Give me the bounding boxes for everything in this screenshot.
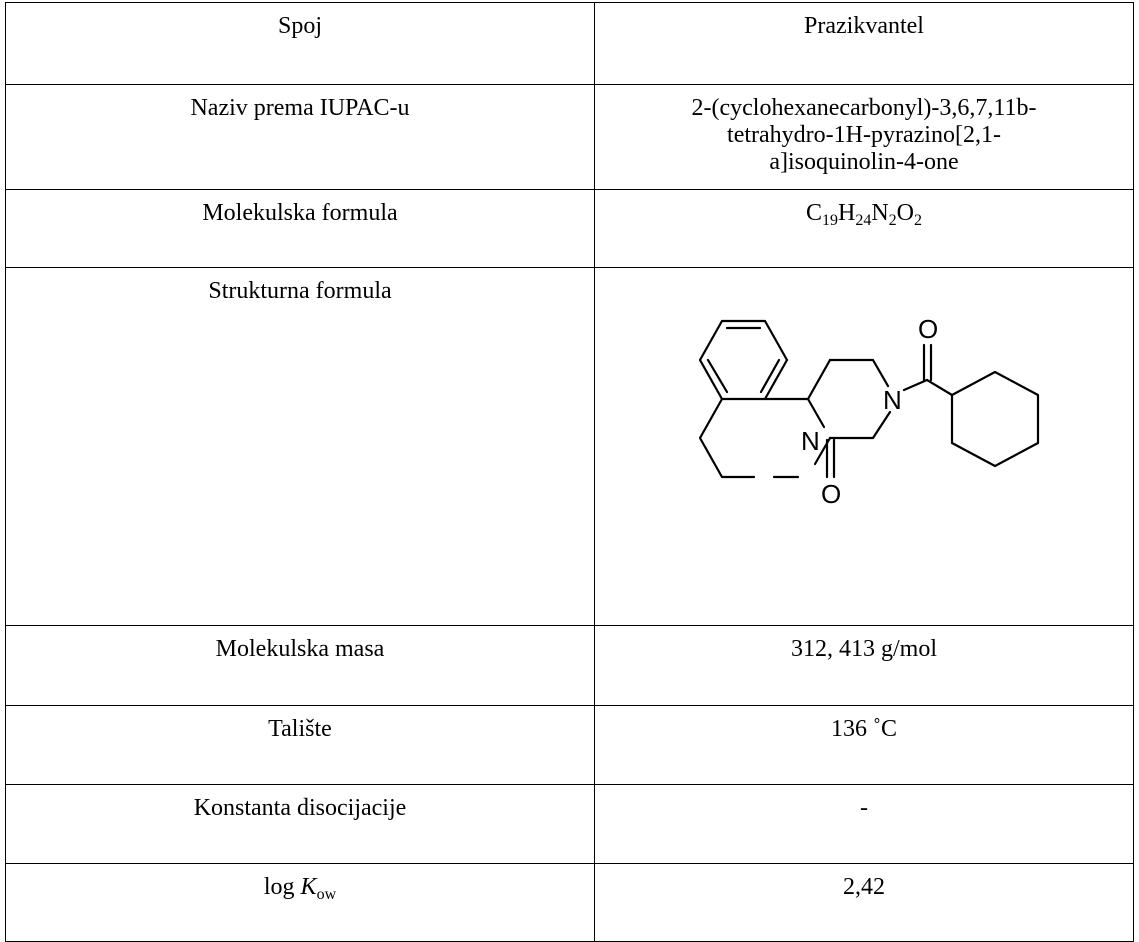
log-prefix: log [263, 874, 301, 900]
table-row: log Kow 2,42 [5, 863, 1134, 942]
bond [698, 397, 756, 479]
atom-nitrogen: N [801, 426, 820, 456]
row-label-structure: Strukturna formula [5, 267, 595, 626]
iupac-line-2: tetrahydro-1H-pyrazino[2,1- [727, 122, 1001, 148]
bond [806, 358, 832, 401]
iupac-line-1: 2-(cyclohexanecarbonyl)-3,6,7,11b- [691, 95, 1037, 121]
formula-element: N [871, 200, 889, 226]
log-symbol: K [300, 874, 317, 900]
formula-subscript: 2 [888, 212, 897, 229]
row-label-dissociation-constant: Konstanta disocijacije [5, 784, 595, 864]
atom-oxygen: O [918, 314, 938, 344]
row-label-compound: Spoj [5, 2, 595, 85]
row-value-structure: O N N O [594, 267, 1134, 626]
table-row: Konstanta disocijacije - [5, 784, 1134, 864]
iupac-line-3: a]isoquinolin-4-one [769, 149, 959, 175]
row-value-iupac: 2-(cyclohexanecarbonyl)-3,6,7,11b- tetra… [594, 84, 1134, 190]
row-label-mass: Molekulska masa [5, 625, 595, 706]
bond [925, 378, 954, 397]
row-label-iupac: Naziv prema IUPAC-u [5, 84, 595, 190]
aromatic-double-bond [759, 358, 781, 394]
formula-element: C [805, 200, 822, 226]
table-row: Talište 136 ˚C [5, 705, 1134, 785]
formula-subscript: 19 [821, 212, 838, 229]
row-value-formula: C19H24N2O2 [594, 189, 1134, 268]
row-label-log-kow: log Kow [5, 863, 595, 942]
atom-nitrogen: N [883, 385, 902, 415]
formula-subscript: 2 [914, 212, 923, 229]
bond [828, 410, 892, 440]
formula-element: H [837, 200, 856, 226]
row-value-melting-point: 136 ˚C [594, 705, 1134, 785]
structural-formula-image: O N N O [698, 314, 1040, 509]
row-value-mass: 312, 413 g/mol [594, 625, 1134, 706]
row-label-formula: Molekulska formula [5, 189, 595, 268]
cyclohexane-ring [950, 370, 1040, 468]
bond [828, 358, 890, 388]
row-value-dissociation-constant: - [594, 784, 1134, 864]
table-row: Strukturna formula [5, 267, 1134, 626]
table-row: Naziv prema IUPAC-u 2-(cyclohexanecarbon… [5, 84, 1134, 190]
log-subscript: ow [316, 886, 337, 903]
row-value-compound: Prazikvantel [594, 2, 1134, 85]
benzene-ring [698, 319, 789, 401]
atom-oxygen: O [821, 479, 841, 509]
formula-subscript: 24 [855, 212, 872, 229]
aromatic-double-bond [706, 358, 729, 394]
properties-table: Spoj Prazikvantel Naziv prema IUPAC-u 2-… [5, 2, 1134, 942]
table-row: Molekulska formula C19H24N2O2 [5, 189, 1134, 268]
row-value-log-kow: 2,42 [594, 863, 1134, 942]
formula-element: O [896, 200, 915, 226]
table-row: Spoj Prazikvantel [5, 2, 1134, 85]
table-row: Molekulska masa 312, 413 g/mol [5, 625, 1134, 706]
row-label-melting-point: Talište [5, 705, 595, 785]
bond [763, 397, 826, 429]
bond [902, 378, 929, 392]
